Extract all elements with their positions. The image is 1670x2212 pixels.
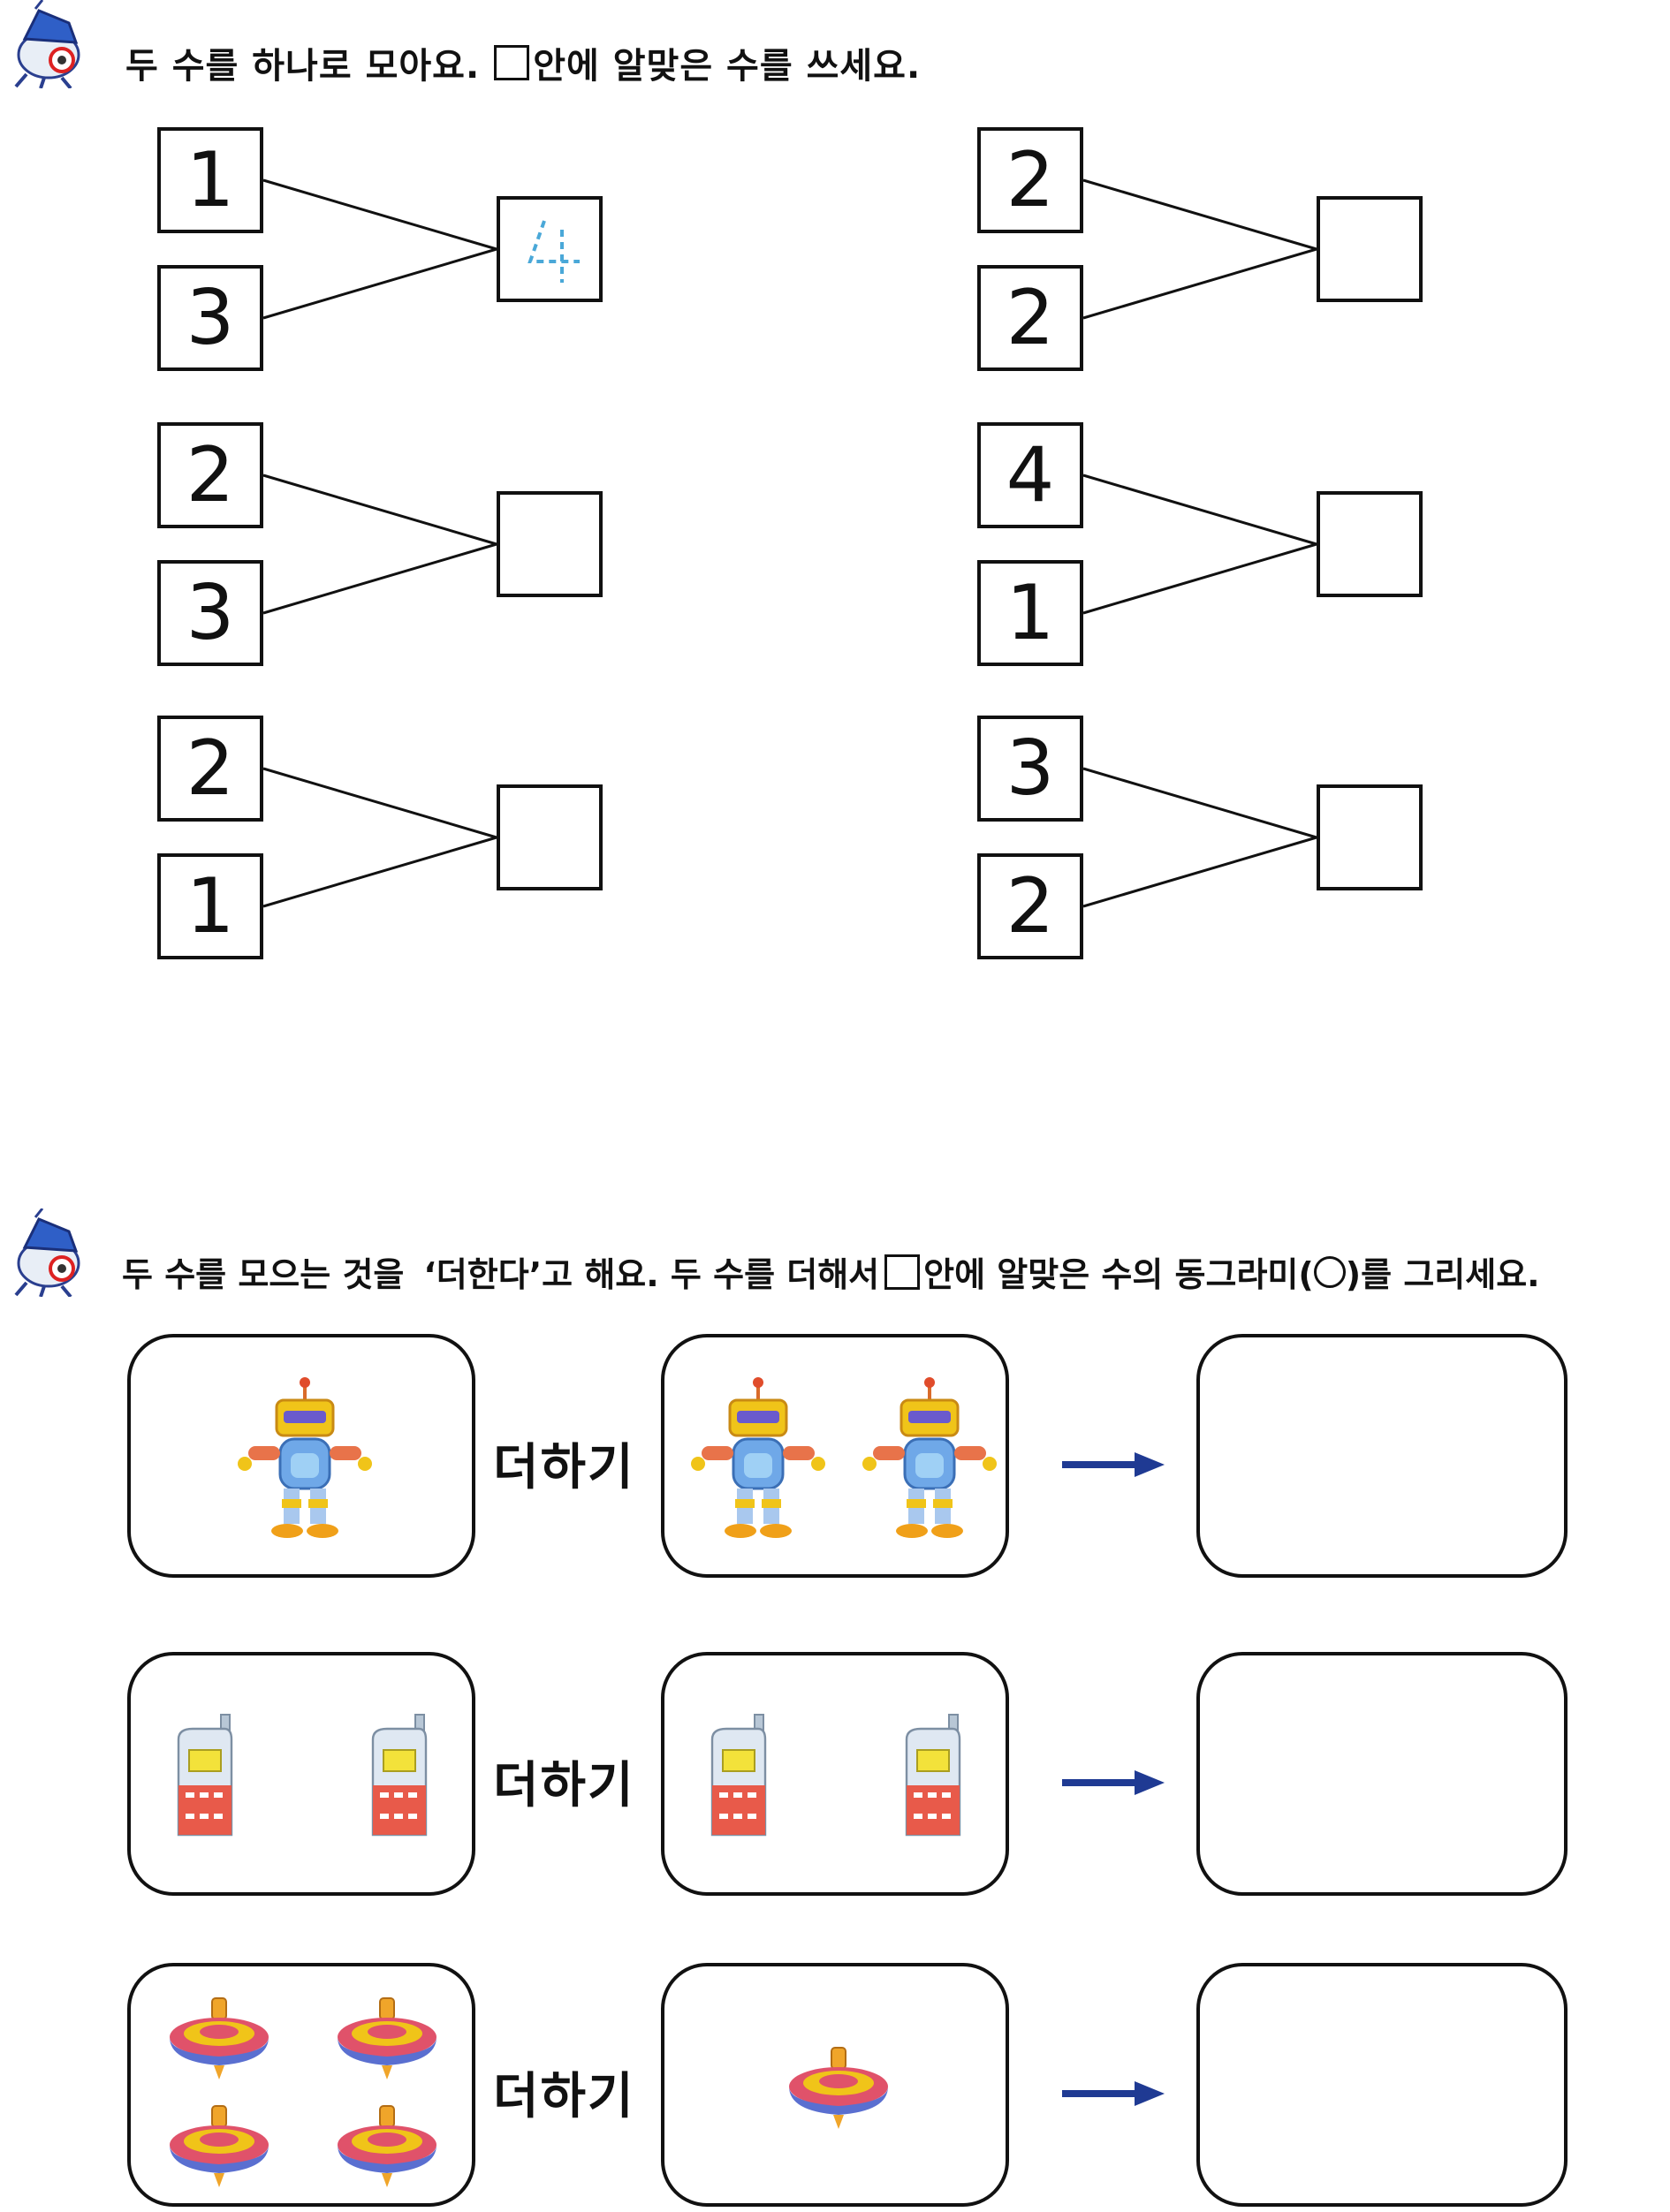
robot-icon — [859, 1375, 1000, 1547]
problem3-answer-box[interactable] — [497, 784, 603, 890]
problem3-top-number: 2 — [157, 716, 263, 822]
connector-line — [1082, 178, 1317, 251]
problem4-bottom-number: 2 — [977, 265, 1083, 371]
row3-left-card — [127, 1963, 475, 2207]
spinning-top-icon — [334, 2102, 440, 2194]
section1-instruction-suffix: 안에 알맞은 수를 쓰세요. — [533, 46, 922, 87]
row1-answer-card[interactable] — [1196, 1334, 1568, 1578]
section1-instruction: 두 수를 하나로 모아요. 안에 알맞은 수를 쓰세요. — [125, 37, 921, 88]
arrow-right-icon — [1062, 2081, 1165, 2106]
row3-answer-card[interactable] — [1196, 1963, 1568, 2207]
connector-line — [1082, 473, 1317, 546]
connector-line — [262, 473, 497, 546]
problem6-answer-box[interactable] — [1317, 784, 1423, 890]
section2-instruction-middle: 고 해요. 두 수를 더해서 — [542, 1255, 880, 1294]
traced-four-icon — [528, 220, 580, 283]
section2-instruction-prefix: 두 수를 모으는 것을 — [122, 1255, 405, 1294]
row2-right-card — [661, 1652, 1009, 1896]
section2-instruction-suffix-b: )를 그리세요. — [1345, 1255, 1540, 1294]
problem3-bottom-number: 1 — [157, 853, 263, 959]
section1-instruction-prefix: 두 수를 하나로 모아요. — [125, 46, 481, 87]
problem1-bottom-number: 3 — [157, 265, 263, 371]
problem4-top-number: 2 — [977, 127, 1083, 233]
connector-line — [1082, 767, 1317, 839]
problem4-answer-box[interactable] — [1317, 196, 1423, 302]
problem2-bottom-number: 3 — [157, 560, 263, 666]
connector-line — [262, 767, 497, 839]
section2-instruction: 두 수를 모으는 것을 ‘더한다’ 고 해요. 두 수를 더해서 안에 알맞은 … — [122, 1247, 1540, 1296]
phone-icon — [171, 1711, 242, 1847]
problem2-top-number: 2 — [157, 422, 263, 528]
spinning-top-icon — [166, 2102, 272, 2194]
problem1-answer-box[interactable] — [497, 196, 603, 302]
arrow-right-icon — [1062, 1770, 1165, 1795]
problem1-top-number: 1 — [157, 127, 263, 233]
phone-icon — [366, 1711, 436, 1847]
connector-line — [262, 178, 497, 251]
connector-line — [262, 836, 497, 908]
row2-answer-card[interactable] — [1196, 1652, 1568, 1896]
answer-square-symbol — [884, 1254, 921, 1290]
connector-line — [1082, 836, 1317, 908]
mascot-icon — [14, 1208, 80, 1297]
connector-line — [1082, 542, 1317, 615]
mascot-icon — [14, 0, 80, 88]
connector-line — [1082, 247, 1317, 320]
row1-left-card — [127, 1334, 475, 1578]
phone-icon — [705, 1711, 776, 1847]
problem6-top-number: 3 — [977, 716, 1083, 822]
answer-square-symbol — [494, 45, 530, 80]
problem5-answer-box[interactable] — [1317, 491, 1423, 597]
row2-left-card — [127, 1652, 475, 1896]
row1-right-card — [661, 1334, 1009, 1578]
row1-plus-label: 더하기 — [493, 1439, 635, 1496]
circle-symbol — [1313, 1255, 1346, 1288]
arrow-right-icon — [1062, 1452, 1165, 1477]
problem5-bottom-number: 1 — [977, 560, 1083, 666]
robot-icon — [234, 1375, 376, 1547]
spinning-top-icon — [334, 1995, 440, 2087]
row2-plus-label: 더하기 — [493, 1757, 635, 1814]
row3-right-card — [661, 1963, 1009, 2207]
problem5-top-number: 4 — [977, 422, 1083, 528]
spinning-top-icon — [166, 1995, 272, 2087]
section2-instruction-quote: ‘더한다’ — [423, 1255, 543, 1294]
connector-line — [262, 542, 497, 615]
connector-line — [262, 247, 497, 320]
section2-instruction-suffix-a: 안에 알맞은 수의 동그라미( — [923, 1255, 1314, 1294]
problem2-answer-box[interactable] — [497, 491, 603, 597]
row3-plus-label: 더하기 — [493, 2068, 635, 2125]
robot-icon — [687, 1375, 829, 1547]
problem6-bottom-number: 2 — [977, 853, 1083, 959]
phone-icon — [900, 1711, 970, 1847]
spinning-top-icon — [786, 2044, 892, 2136]
